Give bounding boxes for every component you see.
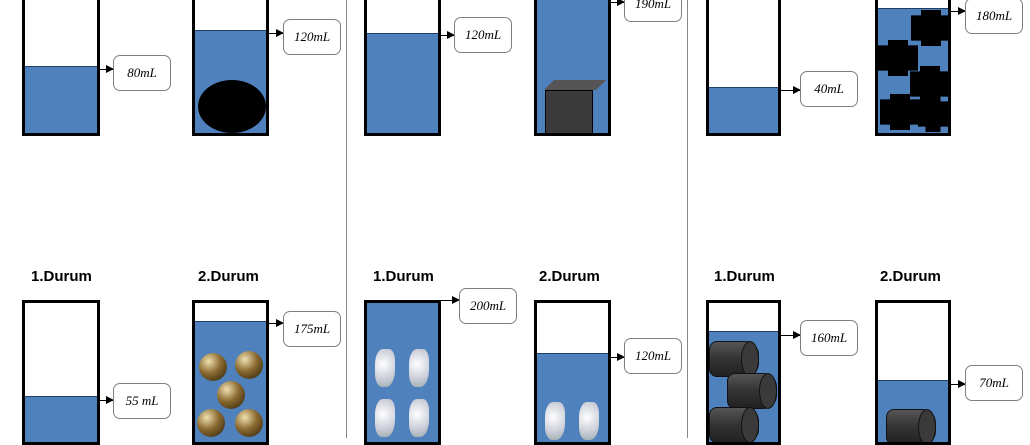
beaker — [534, 0, 611, 136]
volume-label: 200mL — [459, 288, 517, 324]
volume-label: 80mL — [113, 55, 171, 91]
arrow — [950, 7, 966, 15]
volume-label: 120mL — [454, 17, 512, 53]
beaker — [706, 0, 781, 136]
arrow — [780, 86, 801, 94]
volume-label: 175mL — [283, 311, 341, 347]
arrow — [610, 0, 625, 6]
state-label: 2.Durum — [198, 268, 259, 285]
panel-divider — [346, 0, 347, 438]
volume-label: 190mL — [624, 0, 682, 22]
beaker — [364, 300, 441, 445]
arrow — [780, 331, 801, 339]
arrow — [610, 353, 625, 361]
arrow — [99, 396, 114, 404]
volume-label: 120mL — [283, 19, 341, 55]
volume-label: 160mL — [800, 320, 858, 356]
state-label: 1.Durum — [31, 268, 92, 285]
arrow — [950, 380, 966, 388]
panel-divider — [687, 0, 688, 438]
beaker — [22, 300, 100, 445]
state-label: 1.Durum — [714, 268, 775, 285]
volume-label: 120mL — [624, 338, 682, 374]
arrow — [268, 319, 284, 327]
beaker — [706, 300, 781, 445]
volume-label: 70mL — [965, 365, 1023, 401]
state-label: 2.Durum — [880, 268, 941, 285]
beaker — [875, 0, 951, 136]
beaker — [875, 300, 951, 445]
arrow — [268, 29, 284, 37]
volume-label: 180mL — [965, 0, 1023, 34]
arrow — [440, 31, 455, 39]
beaker — [22, 0, 100, 136]
beaker — [192, 300, 269, 445]
beaker — [192, 0, 269, 136]
state-label: 2.Durum — [539, 268, 600, 285]
volume-label: 40mL — [800, 71, 858, 107]
arrow — [99, 65, 114, 73]
black-ball — [198, 80, 266, 133]
beaker — [364, 0, 441, 136]
state-label: 1.Durum — [373, 268, 434, 285]
arrow — [440, 296, 460, 304]
volume-label: 55 mL — [113, 383, 171, 419]
beaker — [534, 300, 611, 445]
cube — [545, 90, 593, 133]
